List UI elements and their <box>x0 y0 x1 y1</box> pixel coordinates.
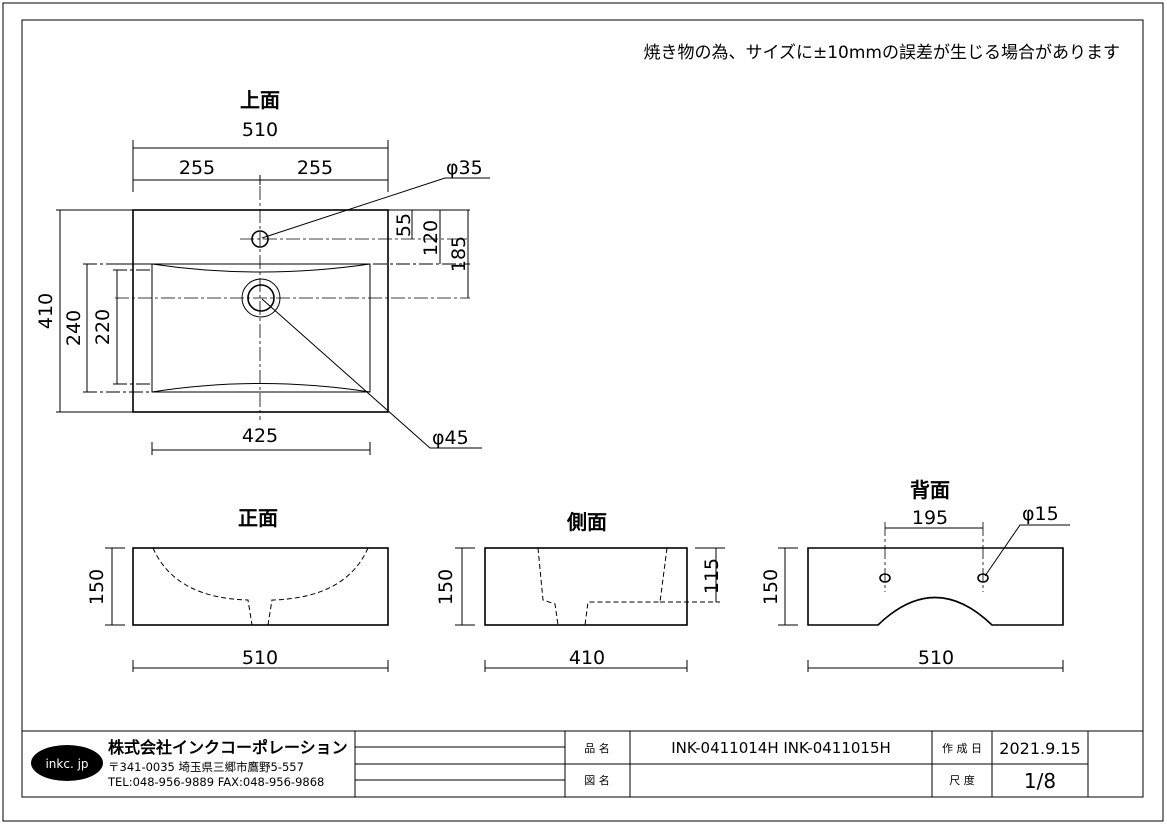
side-view-title: 側面 <box>566 510 607 534</box>
dim-255-left: 255 <box>179 157 215 179</box>
back-dim-150: 150 <box>760 569 782 605</box>
dim-phi35: φ35 <box>446 157 483 179</box>
product-name-label: 品 名 <box>584 741 610 755</box>
title-block: inkc. jp 株式会社インクコーポレーション 〒341-0035 埼玉県三郷… <box>21 730 1144 798</box>
back-dim-195: 195 <box>912 507 948 529</box>
scale-value: 1/8 <box>1024 769 1056 793</box>
date-value: 2021.9.15 <box>999 739 1080 758</box>
dim-phi45: φ45 <box>432 427 469 449</box>
basin-outline <box>151 263 371 393</box>
tolerance-note: 焼き物の為、サイズに±10mmの誤差が生じる場合があります <box>644 43 1121 63</box>
side-dim-115: 115 <box>701 558 723 594</box>
dim-410: 410 <box>35 293 57 329</box>
dim-55: 55 <box>393 213 415 237</box>
dim-240: 240 <box>63 310 85 346</box>
drawing-name-label: 図 名 <box>584 773 610 787</box>
side-dim-150: 150 <box>435 569 457 605</box>
front-view: 正面 150 510 <box>86 506 389 672</box>
back-dim-phi15: φ15 <box>1022 503 1059 525</box>
back-view-title: 背面 <box>910 478 950 502</box>
top-view: 上面 510 255 255 φ35 55 120 185 410 240 22… <box>35 88 490 455</box>
dim-185: 185 <box>448 236 470 272</box>
dim-425: 425 <box>242 425 278 447</box>
side-dim-410: 410 <box>569 647 605 669</box>
company-address: 〒341-0035 埼玉県三郷市鷹野5-557 <box>108 760 304 774</box>
product-name-value: INK-0411014H INK-0411015H <box>671 739 891 757</box>
company-logo <box>31 745 103 781</box>
front-dim-510: 510 <box>242 647 278 669</box>
front-dim-150: 150 <box>86 569 108 605</box>
basin-curves <box>151 263 371 393</box>
dim-220: 220 <box>92 309 114 345</box>
side-view: 側面 150 115 410 <box>435 510 725 672</box>
company-name: 株式会社インクコーポレーション <box>108 738 348 757</box>
dim-120: 120 <box>420 220 442 256</box>
company-contact: TEL:048-956-9889 FAX:048-956-9868 <box>107 775 324 789</box>
inner-frame <box>21 19 1144 798</box>
dim-255-right: 255 <box>297 157 333 179</box>
front-view-title: 正面 <box>238 506 278 530</box>
date-label: 作 成 日 <box>942 742 982 755</box>
logo-text: inkc. jp <box>45 757 88 771</box>
top-outline <box>132 209 389 413</box>
top-view-title: 上面 <box>240 88 280 112</box>
back-view: 背面 195 φ15 150 510 <box>760 478 1070 672</box>
dim-width-510: 510 <box>242 119 278 141</box>
back-dim-510: 510 <box>918 647 954 669</box>
scale-label: 尺 度 <box>949 773 975 787</box>
